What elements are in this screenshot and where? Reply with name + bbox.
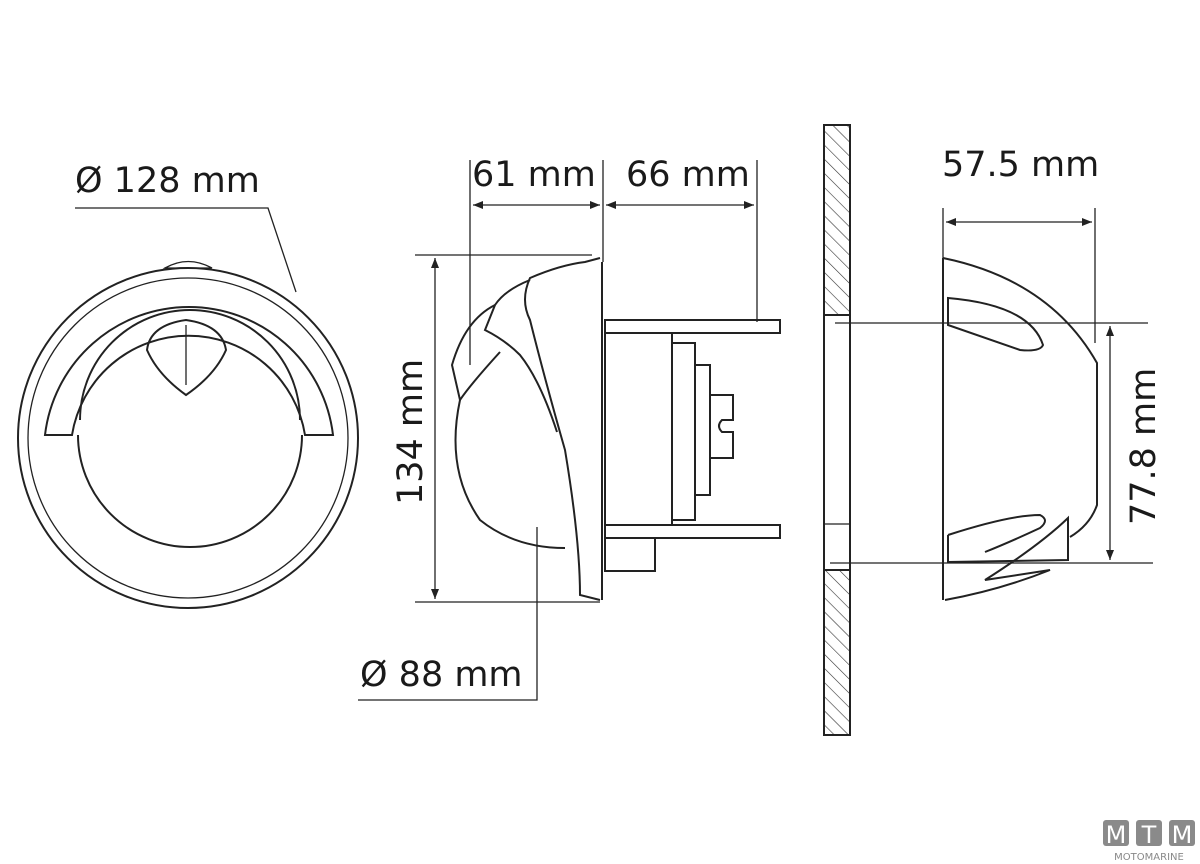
- logo-letter: M: [1172, 821, 1193, 849]
- hood-profile: [483, 279, 558, 433]
- dome-diameter-callout: Ø 88 mm: [358, 527, 538, 701]
- height-label: 134 mm: [391, 359, 431, 505]
- cutout-view: [942, 257, 1098, 601]
- motomarine-logo: M T M MOTOMARINE: [1103, 820, 1195, 863]
- lubber-knob: [145, 318, 228, 397]
- outer-diameter-callout: Ø 128 mm: [75, 161, 297, 293]
- rear-depth-label: 66 mm: [626, 155, 750, 195]
- panel-section-upper: [823, 124, 851, 316]
- logo-name: MOTOMARINE: [1114, 852, 1184, 863]
- cutout-height-label: 77.8 mm: [1124, 368, 1164, 525]
- dome-depth-label: 61 mm: [472, 155, 596, 195]
- bezel-profile: [524, 257, 601, 601]
- dome: [454, 399, 566, 549]
- logo-letter: T: [1141, 821, 1157, 849]
- compass-glass-lower: [77, 434, 303, 548]
- lower-slot-inner: [947, 513, 1046, 553]
- upper-slot: [947, 296, 1045, 352]
- bracket: [604, 537, 656, 572]
- panel-section-lower: [823, 569, 851, 736]
- compass-glass-upper: [79, 309, 301, 421]
- rear-housing: [604, 332, 673, 526]
- rear-step-2: [694, 364, 711, 496]
- outer-bezel: [17, 267, 359, 609]
- top-arc-hood: [43, 306, 335, 436]
- cutout-depth-dimension: 57.5 mm: [942, 145, 1099, 343]
- lower-slot: [944, 515, 1069, 601]
- logo-box: [1136, 820, 1162, 846]
- mounting-panel: [823, 124, 851, 736]
- rear-step-1: [671, 342, 696, 521]
- logo-letter: M: [1106, 821, 1127, 849]
- rear-knob: [709, 394, 734, 459]
- hood-tip: [450, 304, 501, 403]
- top-notch: [162, 260, 213, 269]
- cutout-dome: [942, 257, 1098, 538]
- dome-diameter-label: Ø 88 mm: [360, 655, 523, 695]
- cutout-depth-label: 57.5 mm: [942, 145, 1099, 185]
- depth-dimensions: 61 mm 66 mm: [469, 155, 758, 365]
- cutout-height-dimension: 77.8 mm: [830, 322, 1164, 564]
- leader-line: [358, 527, 538, 701]
- side-view: [450, 257, 781, 601]
- leader-line: [75, 207, 297, 293]
- lower-stud: [604, 524, 781, 539]
- logo-box: [1169, 820, 1195, 846]
- upper-stud: [604, 319, 781, 334]
- logo-box: [1103, 820, 1129, 846]
- inner-bezel: [27, 277, 349, 599]
- front-view: [17, 260, 359, 609]
- outer-diameter-label: Ø 128 mm: [75, 161, 260, 201]
- height-dimension: 134 mm: [391, 254, 600, 603]
